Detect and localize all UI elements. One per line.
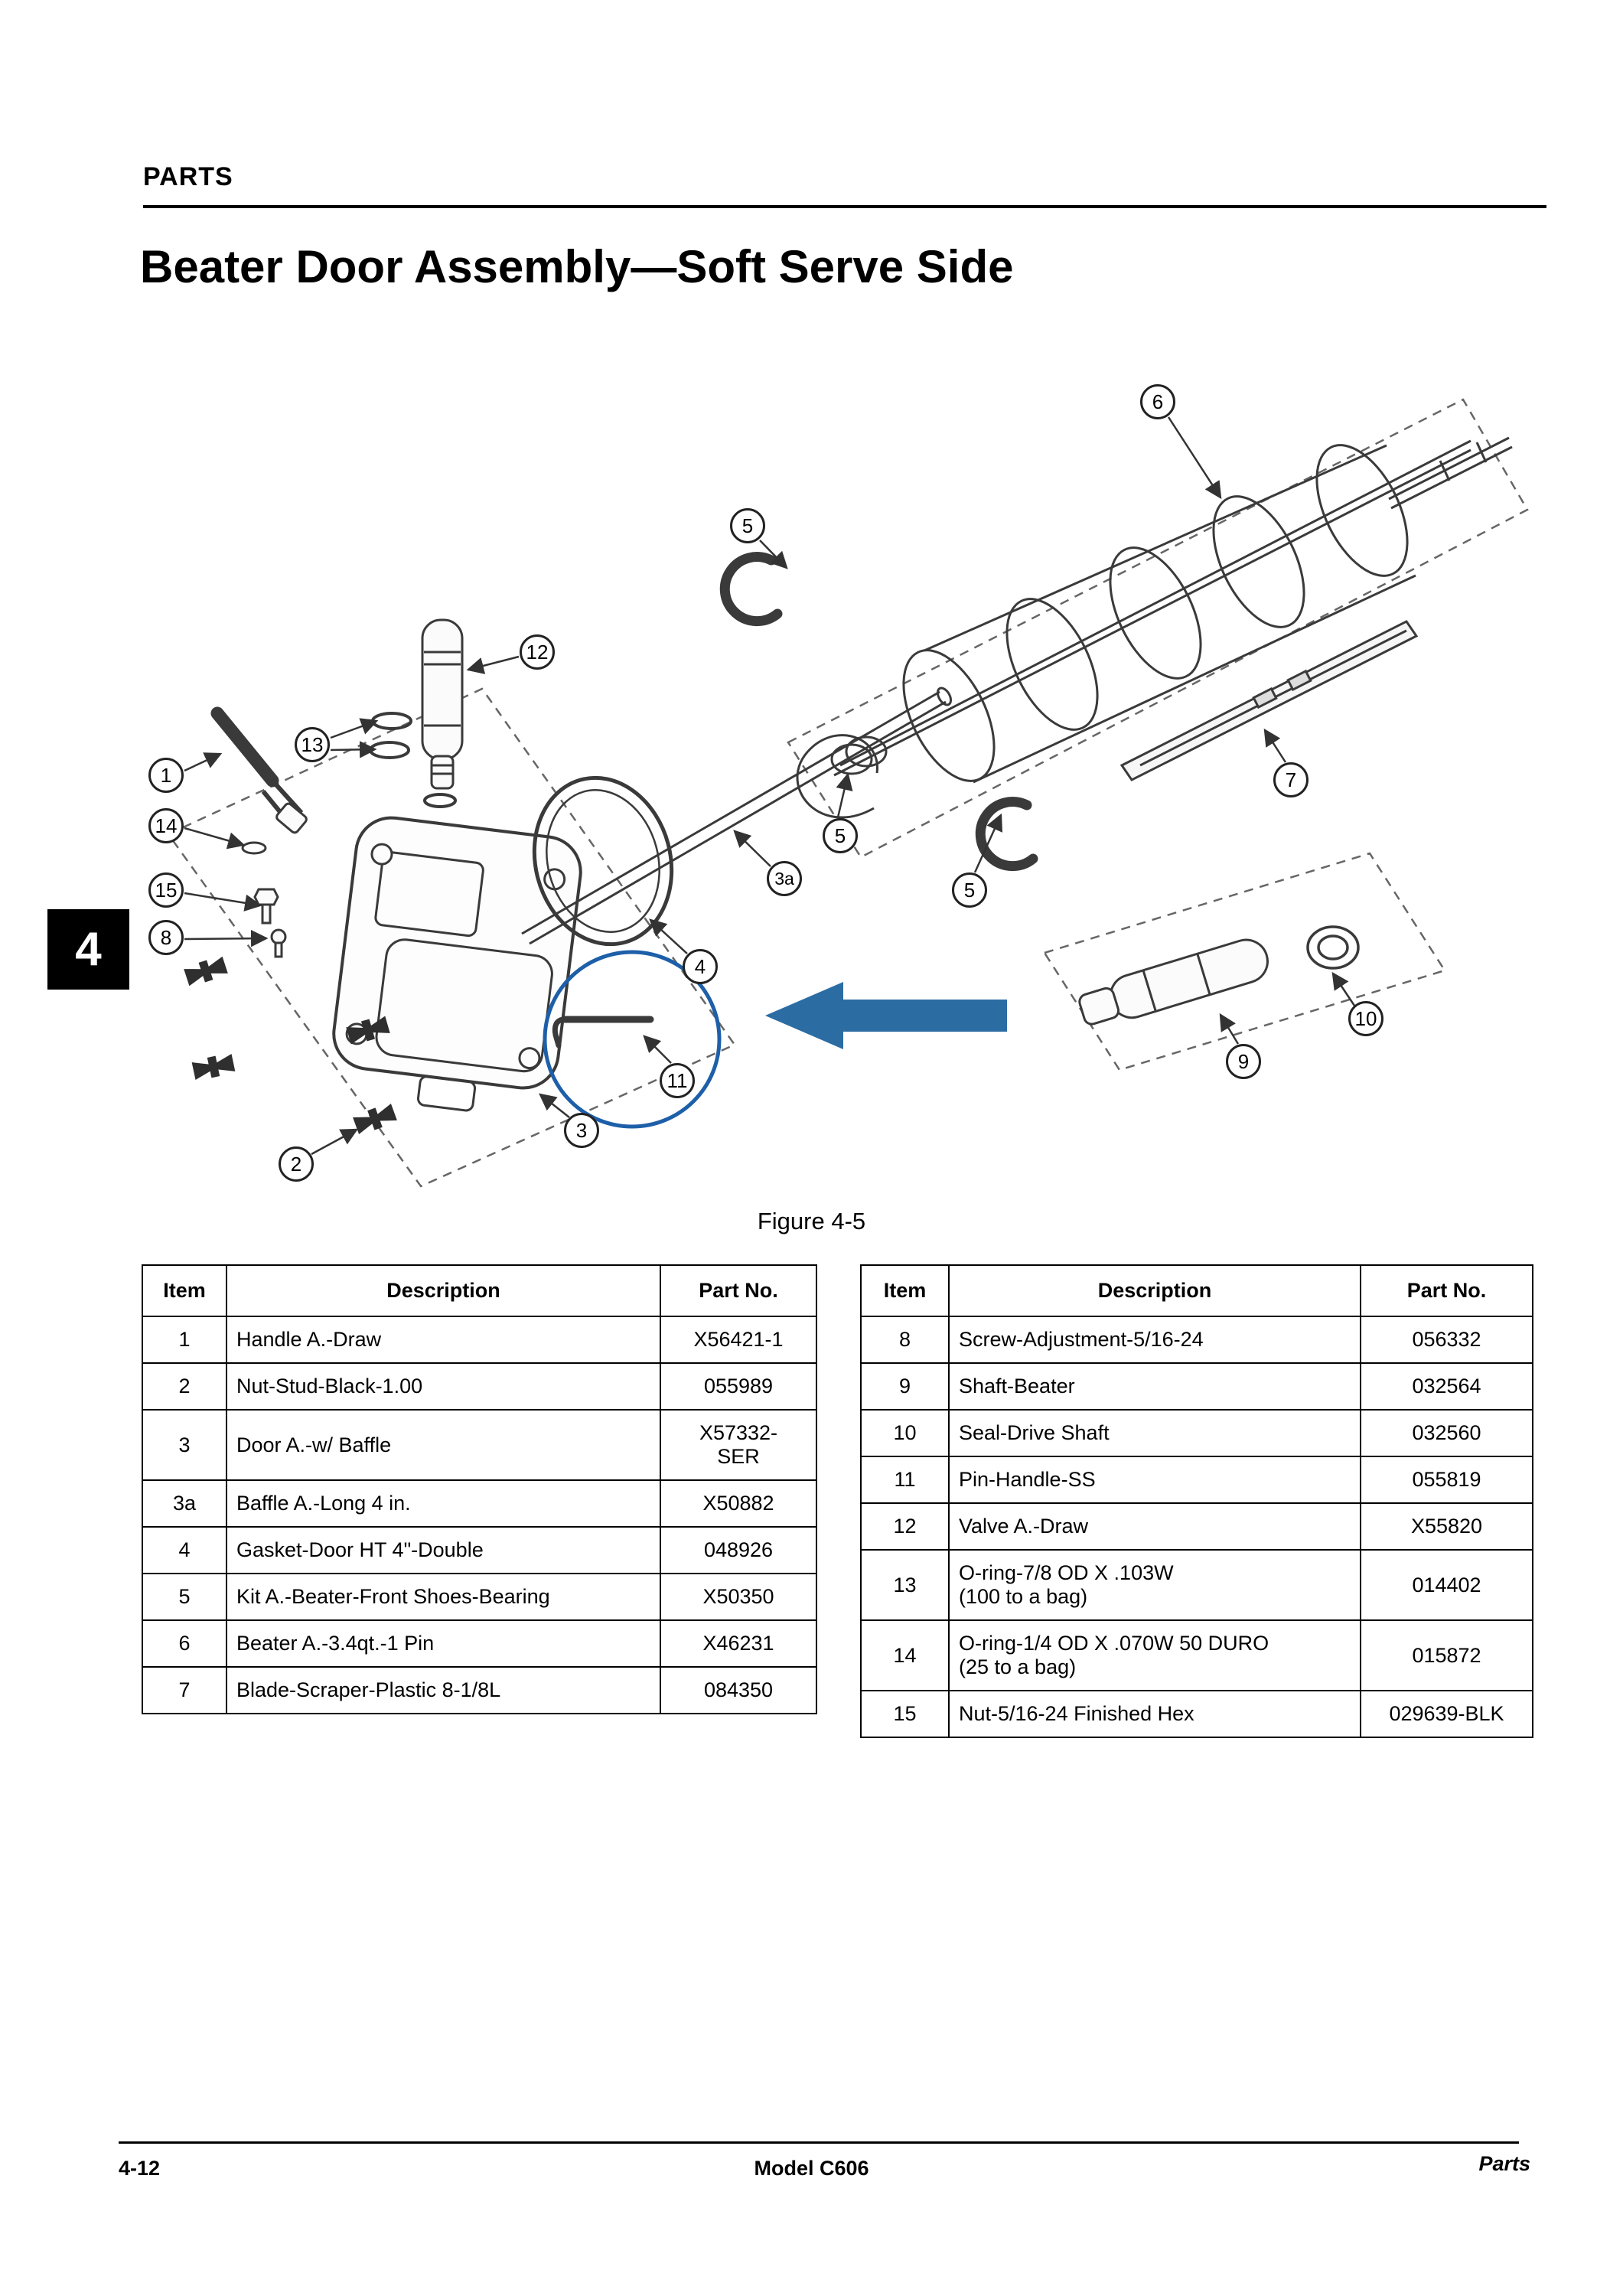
callout-6: 6 (1140, 384, 1175, 419)
callout-5-top: 5 (730, 508, 765, 543)
pin-highlight-group (543, 950, 1007, 1129)
callout-12: 12 (520, 634, 555, 670)
col-header-part-no: Part No. (1360, 1264, 1533, 1317)
callout-9: 9 (1226, 1044, 1261, 1079)
wing-knobs-drawing (184, 956, 397, 1135)
beater-drawing (796, 436, 1513, 819)
drive-shaft-drawing (1078, 938, 1269, 1026)
callout-14: 14 (148, 808, 184, 843)
callout-11: 11 (660, 1063, 695, 1098)
col-header-part-no: Part No. (660, 1264, 817, 1317)
figure-caption: Figure 4-5 (757, 1208, 866, 1234)
callout-3a: 3a (767, 861, 802, 896)
callout-15: 15 (148, 872, 184, 908)
callout-10: 10 (1348, 1001, 1383, 1036)
table-header-row: Item Description Part No. (142, 1264, 817, 1317)
footer-model: Model C606 (754, 2157, 869, 2180)
highlight-circle (543, 950, 722, 1129)
scraper-blade-drawing (1119, 620, 1419, 781)
gasket-drawing (532, 775, 674, 947)
callout-5-right: 5 (952, 872, 987, 908)
header-rule (143, 205, 1546, 208)
parts-diagram-drawing (167, 398, 1529, 1188)
footer-section: Parts (1478, 2152, 1530, 2175)
leader-lines (184, 416, 1356, 1156)
shaft-seal-drawing (1306, 925, 1360, 970)
callout-3: 3 (564, 1113, 599, 1148)
baffle-rod-drawing (521, 687, 953, 945)
col-header-description: Description (948, 1264, 1361, 1317)
draw-valve-drawing (421, 618, 464, 790)
front-shoes-drawing (719, 552, 1038, 872)
callout-5-mid: 5 (823, 818, 858, 853)
table-header-row: Item Description Part No. (860, 1264, 1533, 1317)
callout-2: 2 (279, 1146, 314, 1182)
col-header-item: Item (142, 1264, 227, 1317)
draw-handle-drawing (210, 706, 308, 834)
callout-8: 8 (148, 920, 184, 955)
callout-1: 1 (148, 758, 184, 793)
door-drawing (332, 816, 582, 1112)
section-header: PARTS (143, 162, 233, 191)
chapter-tab: 4 (47, 909, 129, 990)
col-header-item: Item (860, 1264, 950, 1317)
callout-4: 4 (683, 949, 718, 984)
exploded-parts-diagram: 6 5 12 13 1 14 15 8 7 5 3a 5 4 10 9 11 3… (115, 367, 1530, 1225)
blue-arrow (765, 982, 1007, 1049)
page-title: Beater Door Assembly—Soft Serve Side (140, 241, 1014, 292)
callout-7: 7 (1273, 762, 1309, 797)
dashed-group-outlines (167, 398, 1529, 1188)
footer-rule (119, 2141, 1519, 2144)
col-header-description: Description (226, 1264, 661, 1317)
footer-page-number: 4-12 (119, 2157, 161, 2180)
callout-13: 13 (295, 727, 330, 762)
small-fasteners-drawing (241, 841, 287, 958)
